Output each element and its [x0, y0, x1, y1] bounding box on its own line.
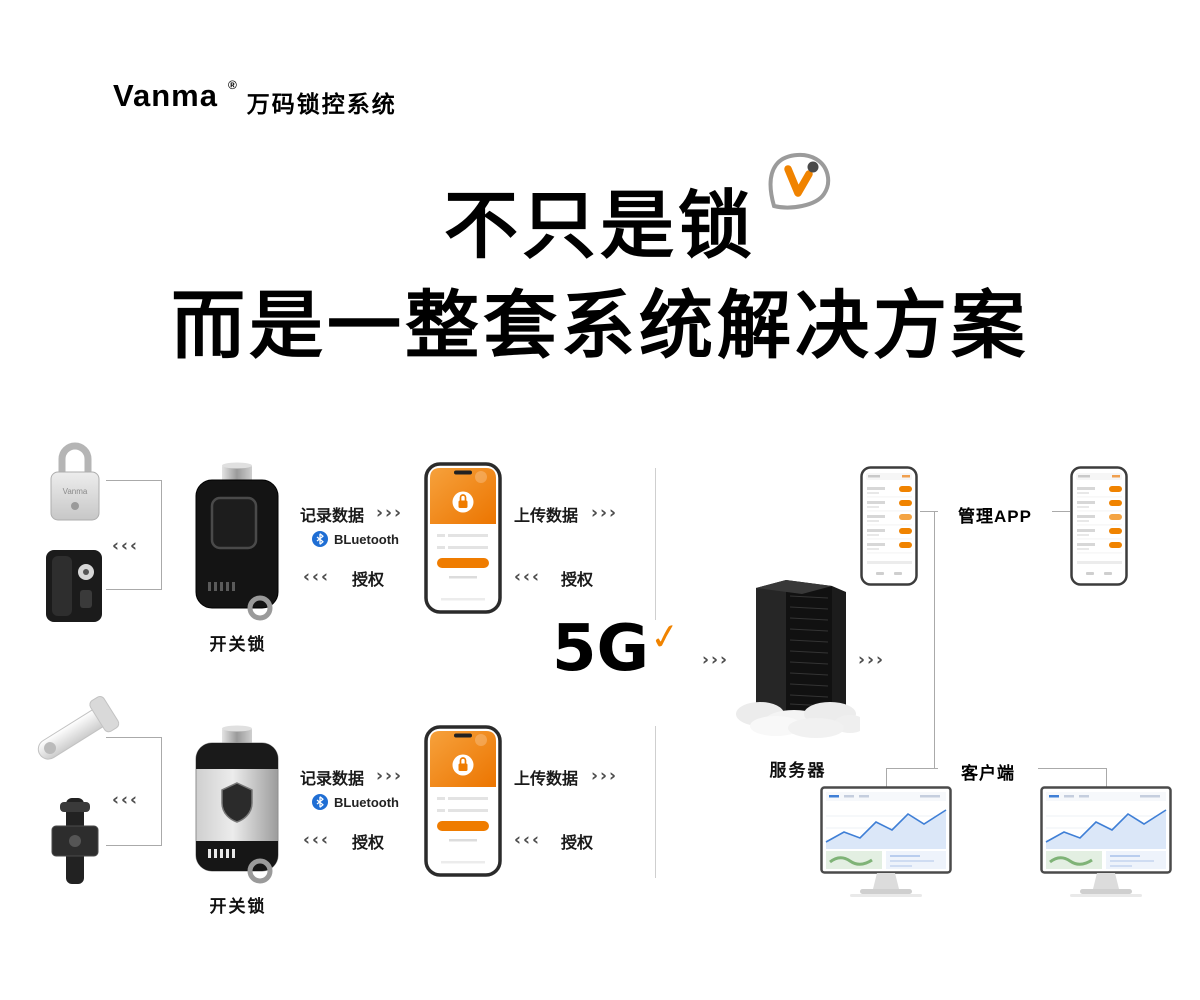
key-device-label: 开关锁 — [209, 897, 267, 916]
authorize-arrows-left: ‹‹‹ — [112, 790, 140, 810]
auth-app-phone-image — [424, 725, 502, 877]
admin-app-phone-image — [860, 466, 918, 586]
brand-system-name: 万码锁控系统 — [246, 91, 397, 117]
registered-mark: ® — [227, 78, 237, 92]
check-icon: ✓ — [647, 614, 683, 659]
bluetooth-label: BLuetooth — [334, 794, 399, 810]
rod-lock-image — [51, 798, 99, 884]
authorize-arrows-left: ‹‹‹ — [303, 830, 331, 850]
server-image — [736, 580, 860, 738]
authorize-label: 授权 — [561, 835, 594, 852]
smart-key-device-image — [195, 462, 279, 621]
bluetooth-label: BLuetooth — [334, 531, 399, 547]
upload-data-label: 上传数据 — [514, 508, 579, 525]
network-5g-label: 5G — [552, 612, 650, 686]
server-label: 服务器 — [769, 761, 827, 780]
bluetooth-icon — [312, 531, 328, 547]
connector-line — [161, 737, 162, 845]
connector-line — [1106, 768, 1107, 788]
hero-title-line1: 不只是锁 — [444, 184, 756, 267]
admin-app-label: 管理APP — [938, 500, 1052, 529]
connector-line — [161, 480, 162, 590]
vanma-brand-icon — [768, 152, 831, 210]
authorize-arrows-left: ‹‹‹ — [112, 536, 140, 556]
bluetooth-row: BLuetooth — [312, 531, 399, 547]
authorize-arrows-left: ‹‹‹ — [514, 567, 542, 587]
connector-trunk-line — [934, 511, 935, 769]
key-device-label: 开关锁 — [209, 635, 267, 654]
record-data-label: 记录数据 — [300, 508, 365, 525]
client-monitor-image — [820, 786, 952, 904]
bluetooth-icon — [312, 794, 328, 810]
record-data-label: 记录数据 — [300, 771, 365, 788]
connector-line — [106, 737, 162, 738]
authorize-label: 授权 — [352, 572, 385, 589]
authorize-arrows-left: ‹‹‹ — [303, 567, 331, 587]
hero-title-line2: 而是一整套系统解决方案 — [171, 284, 1029, 367]
upload-data-arrows: ››› — [591, 766, 619, 786]
authorize-arrows-left: ‹‹‹ — [514, 830, 542, 850]
record-data-arrows: ››› — [376, 503, 404, 523]
client-label: 客户端 — [938, 757, 1038, 786]
authorize-label: 授权 — [352, 835, 385, 852]
connector-line — [106, 480, 162, 481]
upload-data-label: 上传数据 — [514, 771, 579, 788]
authorize-label: 授权 — [561, 572, 594, 589]
bluetooth-row: BLuetooth — [312, 794, 399, 810]
padlock-image: Vanma — [50, 442, 100, 521]
auth-app-phone-image — [424, 462, 502, 614]
to-server-arrows: ››› — [702, 650, 730, 670]
section-divider — [655, 468, 656, 620]
connector-line — [106, 589, 162, 590]
client-monitor-image — [1040, 786, 1172, 904]
brand-logo-text: Vanma — [113, 78, 218, 113]
connector-line — [106, 845, 162, 846]
upload-data-arrows: ››› — [591, 503, 619, 523]
cabinet-lock-image — [46, 550, 102, 622]
cloud-shapes — [736, 702, 860, 738]
from-server-arrows: ››› — [858, 650, 886, 670]
admin-app-phone-image — [1070, 466, 1128, 586]
brand-header: Vanma ® 万码锁控系统 — [113, 78, 397, 119]
padlock-brand-text: Vanma — [63, 487, 88, 496]
section-divider — [655, 726, 656, 878]
smart-key-device-image — [195, 725, 279, 884]
record-data-arrows: ››› — [376, 766, 404, 786]
connector-line — [886, 768, 887, 788]
handle-lock-image — [37, 696, 120, 760]
